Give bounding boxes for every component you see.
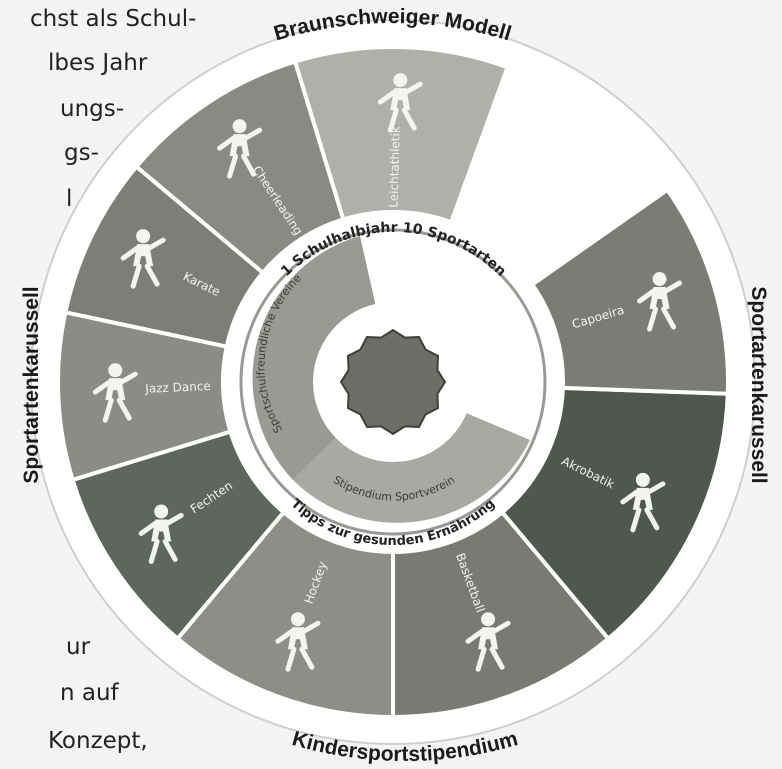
runner-icon: [377, 73, 423, 133]
fencer-icon: [138, 504, 184, 564]
center-badge: [339, 328, 447, 436]
segment-label: Jazz Dance: [144, 379, 211, 396]
page-text-line: n auf: [60, 680, 119, 706]
hockey-icon: [275, 612, 321, 672]
page-text-line: ungs-: [60, 96, 125, 122]
page-text-line: lbes Jahr: [48, 50, 148, 76]
karate-icon: [120, 229, 166, 289]
background-page-text: chst als Schul- lbes Jahr ungs- gs- l ur…: [0, 0, 200, 769]
acrobat-icon: [620, 472, 666, 533]
segment-label: Leichtathletik: [387, 126, 403, 208]
page-text-line: gs-: [64, 140, 99, 166]
outer-label-right: Sportartenkarussell: [747, 286, 770, 483]
inner-ring-border: [239, 228, 547, 536]
capoeira-icon: [637, 272, 683, 332]
cheerleader-icon: [217, 119, 263, 179]
page-text-line: ur: [66, 634, 91, 660]
page-text-line: Konzept,: [48, 728, 148, 754]
outer-label-left: Sportartenkarussell: [20, 286, 43, 483]
dancer-icon: [92, 363, 138, 423]
basketball-icon: [465, 612, 511, 672]
page-text-line: chst als Schul-: [30, 6, 197, 32]
page-text-line: l: [66, 186, 73, 212]
